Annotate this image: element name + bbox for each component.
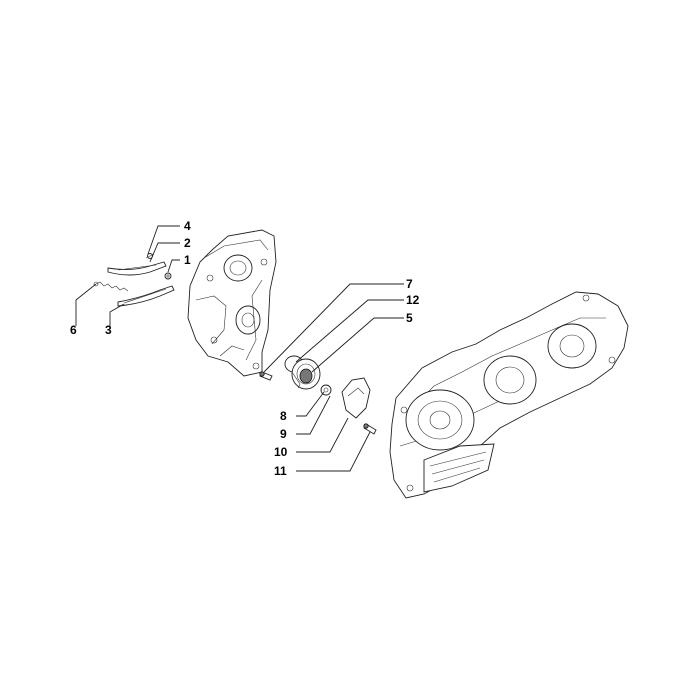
callout-2: 2 <box>184 236 191 250</box>
leader-10 <box>296 417 349 453</box>
leader-9 <box>296 395 331 435</box>
callout-5: 5 <box>406 311 413 325</box>
cover-screw <box>363 423 377 435</box>
left-crankcase-half <box>187 229 277 377</box>
callout-11: 11 <box>274 464 287 478</box>
pump-screw <box>259 371 273 381</box>
leader-6 <box>75 283 97 326</box>
right-crankcase-half <box>389 291 629 499</box>
callout-1: 1 <box>184 253 191 267</box>
leader-3 <box>109 303 125 326</box>
callout-4: 4 <box>184 219 191 233</box>
callout-9: 9 <box>280 427 287 441</box>
callout-3: 3 <box>105 323 112 337</box>
chain-guide-lower <box>117 285 175 307</box>
leader-12 <box>295 299 404 363</box>
callout-6: 6 <box>70 323 77 337</box>
callout-7: 7 <box>406 277 413 291</box>
chain-guide-upper <box>107 261 167 276</box>
callout-10: 10 <box>274 445 288 459</box>
leader-1 <box>167 259 180 273</box>
pump-cover <box>341 377 371 419</box>
callout-12: 12 <box>406 293 420 307</box>
callout-8: 8 <box>280 409 287 423</box>
washer-1 <box>164 272 172 280</box>
leader-8 <box>296 391 325 417</box>
leader-11 <box>296 431 371 472</box>
timing-chain <box>93 281 129 292</box>
leader-4 <box>147 225 180 255</box>
leader-2 <box>149 242 180 263</box>
oil-pump-body <box>284 355 321 390</box>
leader-7 <box>263 283 404 373</box>
leader-5 <box>311 317 404 373</box>
callout-labels: 4 2 1 6 3 7 12 5 8 9 10 11 <box>70 219 420 478</box>
leader-lines <box>75 225 404 472</box>
